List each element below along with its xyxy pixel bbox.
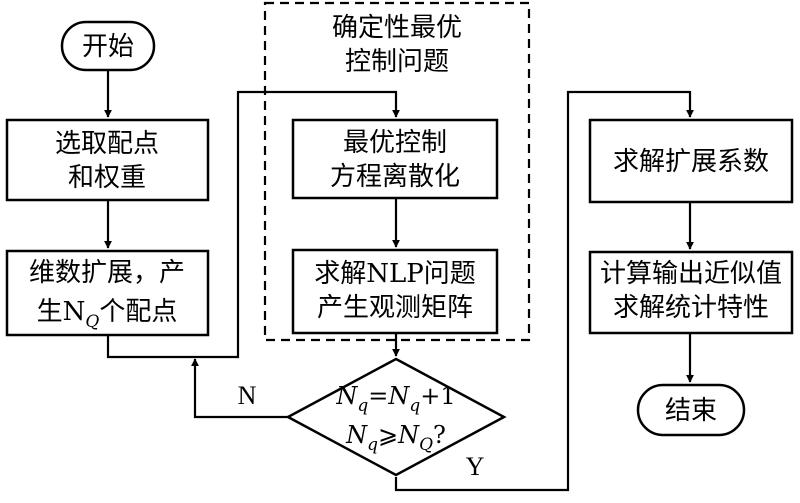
select-points-box xyxy=(5,118,210,202)
start-label: 开始 xyxy=(82,32,134,62)
arrow-decision-yes xyxy=(394,90,694,492)
connectors xyxy=(104,70,694,492)
group-title-line1: 确定性最优 xyxy=(332,13,462,43)
solve-coeffs-label: 求解扩展系数 xyxy=(613,147,769,177)
solve-nlp-box xyxy=(291,248,499,335)
compute-output-line1: 计算输出近似值 xyxy=(600,259,782,289)
expand-box xyxy=(5,249,210,337)
solve-coeffs-box xyxy=(588,118,794,204)
select-points-line2: 和权重 xyxy=(68,163,146,193)
compute-output-line2: 求解统计特性 xyxy=(613,293,769,323)
decision-line1: Nq=Nq+1 xyxy=(335,382,455,416)
solve-nlp-line2: 产生观测矩阵 xyxy=(317,293,473,323)
expand-line2: 生NQ个配点 xyxy=(37,297,178,332)
discretize-line2: 方程离散化 xyxy=(330,162,460,192)
expand-line1: 维数扩展，产 xyxy=(29,258,185,288)
decision-line2: Nq⩾NQ? xyxy=(345,421,446,455)
arrow-expand-to-discretize xyxy=(106,90,400,359)
end-label: 结束 xyxy=(665,396,717,426)
yes-branch-label: Y xyxy=(466,452,485,481)
end-terminal xyxy=(636,383,746,437)
decision-diamond xyxy=(285,357,507,477)
select-points-line1: 选取配点 xyxy=(55,129,159,159)
group-title-line2: 控制问题 xyxy=(345,47,449,77)
no-branch-label: N xyxy=(238,381,257,410)
discretize-line1: 最优控制 xyxy=(343,128,447,158)
compute-output-box xyxy=(588,250,794,335)
solve-nlp-line1: 求解NLP问题 xyxy=(314,259,476,289)
discretize-box xyxy=(291,118,499,200)
start-terminal xyxy=(60,20,156,72)
arrow-decision-no-loop xyxy=(191,358,288,419)
